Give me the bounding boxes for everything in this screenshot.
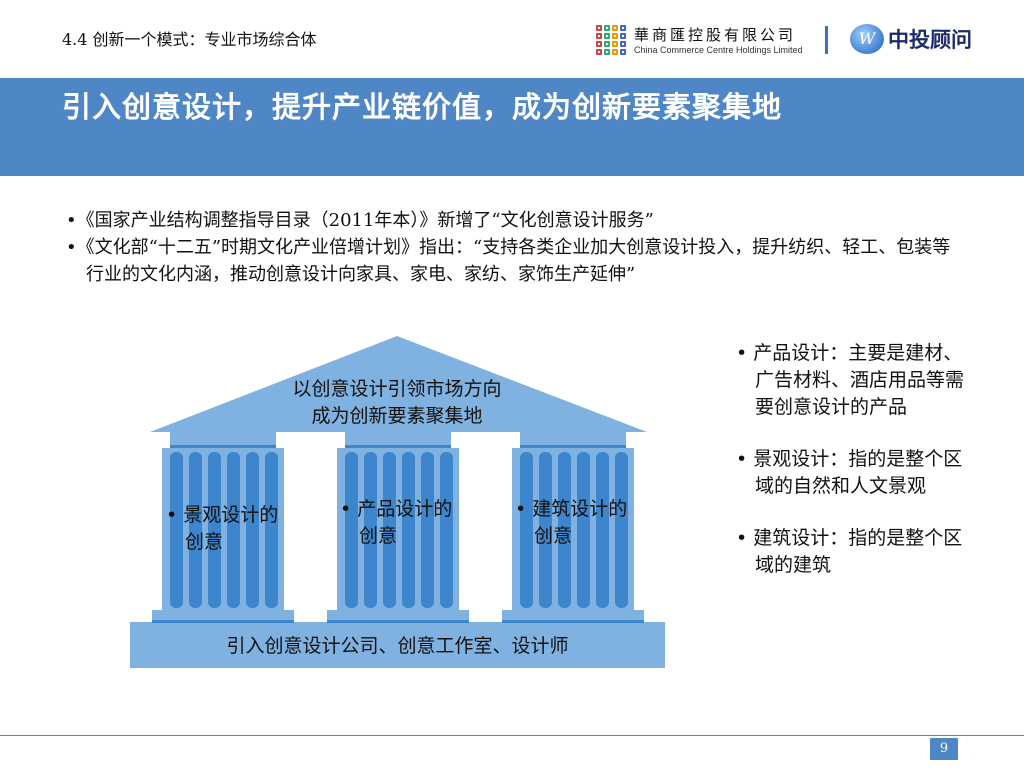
title-band [0,78,1024,176]
base-text: 引入创意设计公司、创意工作室、设计师 [226,635,569,657]
column-flute [170,452,183,608]
column-flute [402,452,415,608]
column-text-architecture: • 建筑设计的创意 [515,498,628,547]
logo2-text: 中投顾问 [888,28,972,52]
section-label: 4.4 创新一个模式：专业市场综合体 [62,30,317,49]
column-plinth-band [502,620,644,623]
column-text-product: • 产品设计的创意 [340,498,453,547]
column-flute [383,452,396,608]
china-commerce-logo: 華商匯控股有限公司 China Commerce Centre Holdings… [596,24,803,55]
column-flute [558,452,571,608]
note-item: • 景观设计：指的是整个区域的自然和人文景观 [736,448,963,497]
column-flute [421,452,434,608]
bullet-list: •《国家产业结构调整指导目录（2011年本）》新增了“文化创意设计服务” •《文… [66,207,966,288]
column-plinth [327,610,469,622]
roof-line: 以创意设计引领市场方向 [292,378,502,400]
bullet-item: •《文化部“十二五”时期文化产业倍增计划》指出：“支持各类企业加大创意设计投入，… [66,237,951,285]
column-flute [520,452,533,608]
notes-list: • 产品设计：主要是建材、广告材料、酒店用品等需要创意设计的产品 • 景观设计：… [736,340,966,604]
column-capital [170,432,276,448]
logo1-cn: 華商匯控股有限公司 [634,26,797,44]
column-flute [577,452,590,608]
column-flute [227,452,240,608]
ocn-logo: W 中投顾问 [850,24,972,54]
bullet-item: •《国家产业结构调整指导目录（2011年本）》新增了“文化创意设计服务” [66,210,654,231]
column-flute [189,452,202,608]
temple-roof [150,336,647,432]
column-flute [539,452,552,608]
note-item: • 产品设计：主要是建材、广告材料、酒店用品等需要创意设计的产品 [736,342,965,418]
grid-logo-icon [596,24,626,55]
column-flute [246,452,259,608]
column-capital-band [170,445,276,449]
column-flute [440,452,453,608]
page-number: 9 [930,738,958,760]
column-text-landscape: • 景观设计的创意 [166,504,279,553]
column-plinth-band [327,620,469,623]
note-item: • 建筑设计：指的是整个区域的建筑 [736,527,963,576]
logo-divider [825,26,828,54]
column-plinth [502,610,644,622]
column-plinth [152,610,294,622]
footer-line [0,735,1024,736]
column-flute [596,452,609,608]
column-flute [345,452,358,608]
slide-title: 引入创意设计，提升产业链价值，成为创新要素聚集地 [62,90,783,124]
column-flute [615,452,628,608]
column-plinth-band [152,620,294,623]
logo1-en: China Commerce Centre Holdings Limited [634,45,803,55]
roof-text: 以创意设计引领市场方向 成为创新要素聚集地 [247,376,547,430]
column-capital-band [345,445,451,449]
ocn-ball-icon: W [850,24,884,54]
column-capital [520,432,626,448]
column-flute [364,452,377,608]
roof-line: 成为创新要素聚集地 [311,405,483,427]
column-capital-band [520,445,626,449]
column-flute [208,452,221,608]
temple-base [130,622,665,668]
column-flute [265,452,278,608]
column-capital [345,432,451,448]
